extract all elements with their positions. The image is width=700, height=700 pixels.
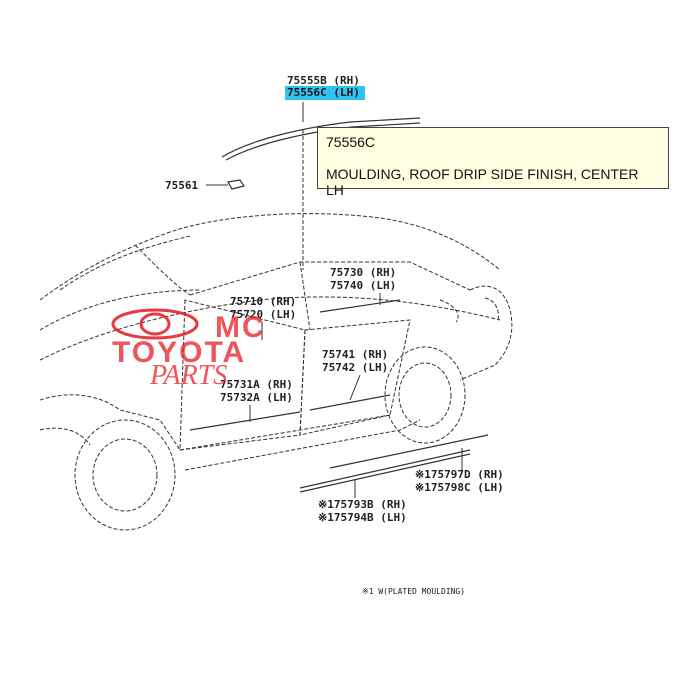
fuel-door xyxy=(439,299,459,323)
rocker-moulding-lower[interactable] xyxy=(299,449,471,489)
selected-part-label[interactable]: 75556C (LH) xyxy=(287,86,360,99)
rocker-moulding-upper[interactable] xyxy=(329,434,489,469)
selected-part-highlight[interactable] xyxy=(285,86,365,100)
part-label-75561[interactable]: 75561 xyxy=(165,179,198,192)
windshield-top xyxy=(59,235,191,291)
watermark-mc: MC xyxy=(215,311,266,344)
part-label-75732a[interactable]: 75732A (LH) xyxy=(220,391,293,404)
rear-wheel-rim xyxy=(398,362,452,428)
part-label-75742[interactable]: 75742 (LH) xyxy=(322,361,388,374)
part-label-75720[interactable]: 75720 (LH) xyxy=(230,308,296,321)
window-line xyxy=(189,261,471,296)
belt-moulding[interactable] xyxy=(319,299,401,313)
toyota-logo-icon xyxy=(111,308,199,340)
toyota-logo-inner xyxy=(139,312,171,336)
part-label-75798c[interactable]: ※175798C (LH) xyxy=(415,481,504,494)
sill-line xyxy=(179,414,391,451)
front-bumper xyxy=(39,427,91,446)
front-fender xyxy=(39,394,181,451)
rear-quarter xyxy=(459,285,513,381)
front-wheel xyxy=(74,419,176,531)
part-label-75741[interactable]: 75741 (RH) xyxy=(322,348,388,361)
tooltip-description: MOULDING, ROOF DRIP SIDE FINISH, CENTER … xyxy=(326,166,639,198)
front-wheel-rim xyxy=(92,438,158,512)
watermark: MC TOYOTA PARTS xyxy=(111,308,266,391)
leader-75741 xyxy=(349,374,361,401)
rear-door-moulding[interactable] xyxy=(309,394,391,411)
b-pillar xyxy=(299,261,311,331)
footnote: ※1 W(PLATED MOULDING) xyxy=(362,587,465,596)
part-label-75731a[interactable]: 75731A (RH) xyxy=(220,378,293,391)
belt-line xyxy=(39,296,501,361)
part-label-75730[interactable]: 75730 (RH) xyxy=(330,266,396,279)
part-label-75793b[interactable]: ※175793B (RH) xyxy=(318,498,407,511)
rear-door xyxy=(299,319,411,436)
windshield-base xyxy=(39,289,201,331)
rocker xyxy=(184,419,421,471)
part-label-75710[interactable]: 75710 (RH) xyxy=(230,295,296,308)
tooltip-code: 75556C xyxy=(326,134,376,150)
part-label-75794b[interactable]: ※175794B (LH) xyxy=(318,511,407,524)
part-tooltip: 75556C MOULDING, ROOF DRIP SIDE FINISH, … xyxy=(317,127,669,198)
tail-light xyxy=(484,297,499,321)
rocker-moulding-lower-edge xyxy=(299,453,471,493)
watermark-brand: TOYOTA xyxy=(112,336,246,369)
part-label-75797d[interactable]: ※175797D (RH) xyxy=(415,468,504,481)
clip-icon xyxy=(227,179,245,190)
part-label-75555b[interactable]: 75555B (RH) xyxy=(287,74,360,87)
part-label-75740[interactable]: 75740 (LH) xyxy=(330,279,396,292)
front-door-moulding[interactable] xyxy=(189,411,301,431)
watermark-parts: PARTS xyxy=(149,360,227,391)
roof-drip-moulding[interactable] xyxy=(221,117,421,158)
a-pillar xyxy=(134,244,191,296)
rear-wheel xyxy=(384,346,466,444)
roof-line xyxy=(39,213,501,301)
